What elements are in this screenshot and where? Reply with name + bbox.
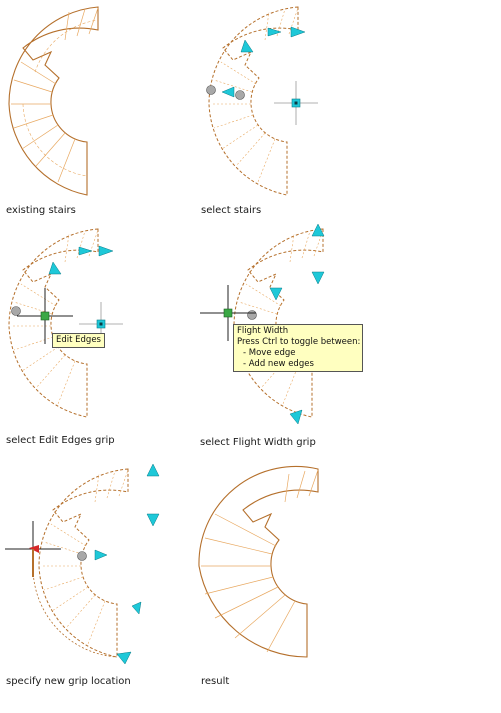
tooltip-flight-width-line1: Press Ctrl to toggle between:: [237, 337, 361, 347]
grip-arrow-icon[interactable]: [290, 26, 306, 38]
grip-circle-icon[interactable]: [206, 85, 216, 95]
cursor-crosshair-icon: [17, 288, 73, 344]
caption-select-flight-width-grip: select Flight Width grip: [200, 437, 316, 448]
grip-arrow-icon[interactable]: [240, 39, 254, 53]
grip-arrow-icon[interactable]: [311, 271, 325, 285]
grip-circle-icon[interactable]: [247, 310, 257, 320]
caption-existing-stairs: existing stairs: [6, 205, 76, 216]
grip-arrow-icon[interactable]: [146, 463, 160, 477]
panel-specify-new-grip-location: [5, 463, 160, 665]
caption-select-edit-edges-grip: select Edit Edges grip: [6, 435, 115, 446]
grip-circle-icon[interactable]: [235, 90, 245, 100]
stair-drawing-selected: [8, 228, 99, 418]
tooltip-flight-width-title: Flight Width: [237, 326, 289, 336]
caption-select-stairs: select stairs: [201, 205, 262, 216]
grip-circle-icon[interactable]: [11, 306, 21, 316]
edit-edges-grip-icon[interactable]: [40, 311, 50, 321]
grip-arrow-icon[interactable]: [131, 601, 142, 615]
stair-drawing-selected: [38, 468, 129, 658]
cursor-crosshair-icon: [5, 521, 61, 577]
cursor-crosshair-icon: [200, 285, 256, 341]
grip-arrow-icon[interactable]: [221, 86, 235, 98]
grip-arrow-icon[interactable]: [98, 245, 114, 257]
grip-arrow-icon[interactable]: [289, 409, 303, 425]
grip-arrow-icon[interactable]: [146, 513, 160, 527]
panel-result: [198, 465, 319, 658]
panel-select-edit-edges-grip: [8, 228, 124, 418]
stair-drawing-result: [198, 465, 319, 658]
caption-result: result: [201, 676, 230, 687]
grip-arrow-icon[interactable]: [48, 261, 62, 275]
panel-select-stairs: [206, 6, 319, 196]
tooltip-flight-width-line2: - Move edge: [243, 348, 296, 358]
flight-width-grip-icon[interactable]: [223, 308, 233, 318]
stair-drawing-selected: [233, 228, 324, 418]
panel-select-flight-width-grip: [200, 223, 325, 425]
grip-arrow-icon[interactable]: [78, 246, 93, 256]
grip-arrow-icon[interactable]: [269, 287, 283, 301]
tooltip-edit-edges-label: Edit Edges: [56, 335, 101, 345]
grip-arrow-icon[interactable]: [311, 223, 325, 237]
tooltip-flight-width-line3: - Add new edges: [243, 359, 314, 369]
grip-arrow-icon[interactable]: [267, 27, 282, 37]
caption-specify-new-grip-location: specify new grip location: [6, 676, 131, 687]
cursor-crosshair-icon: [273, 80, 319, 126]
stair-drawing: [8, 6, 99, 196]
stair-drawing-selected: [208, 6, 299, 196]
grip-arrow-icon[interactable]: [116, 651, 132, 665]
grip-circle-icon[interactable]: [77, 551, 87, 561]
grip-arrow-icon[interactable]: [94, 549, 108, 561]
panel-existing-stairs: [8, 6, 99, 196]
tooltip-flight-width: Flight Width Press Ctrl to toggle betwee…: [233, 324, 363, 372]
grip-square-icon[interactable]: [78, 301, 124, 347]
tooltip-edit-edges: Edit Edges: [52, 333, 105, 348]
